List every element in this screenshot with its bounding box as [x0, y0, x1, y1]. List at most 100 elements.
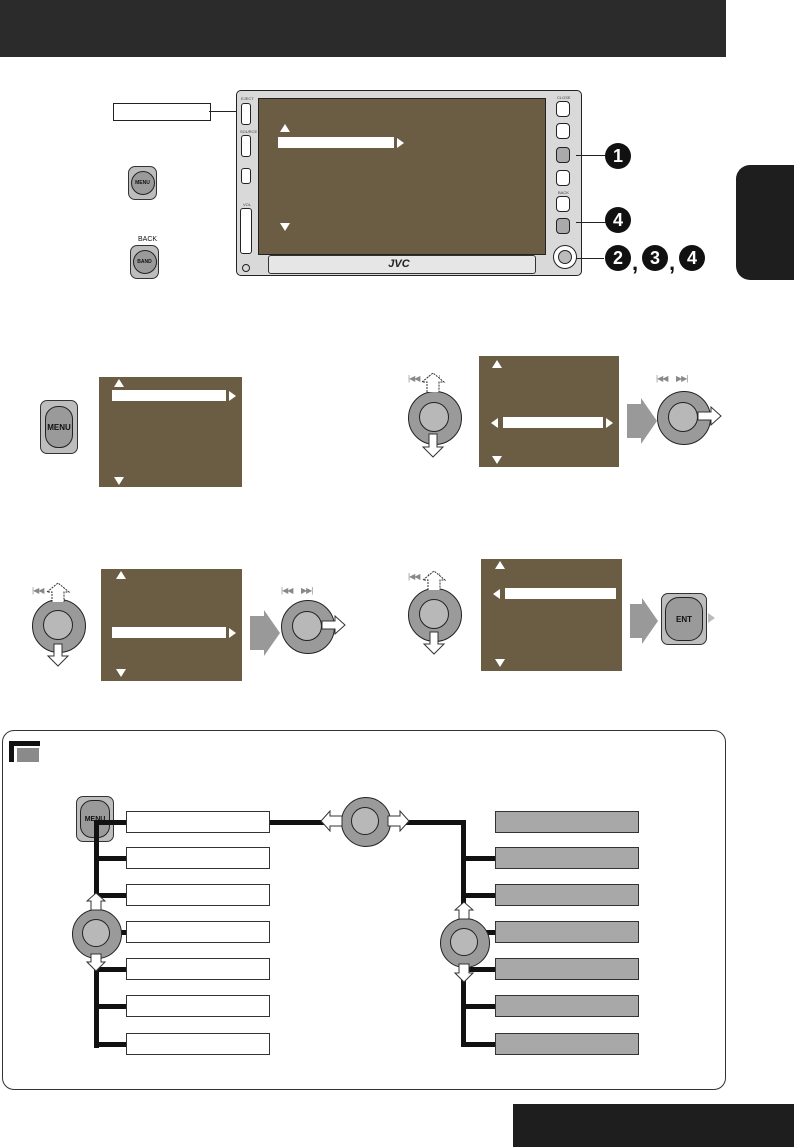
device-menu-button[interactable]	[556, 147, 570, 163]
step4-up-icon	[495, 561, 505, 569]
band-button[interactable]	[556, 196, 570, 212]
step1-down-icon	[114, 477, 124, 485]
step2-down-icon	[492, 456, 502, 464]
scroll-up-icon	[280, 124, 290, 132]
eject-label: EJECT	[241, 96, 254, 101]
attenuator-button[interactable]	[556, 123, 570, 139]
step3b-skip-labels: |◀◀ ▶▶|	[281, 586, 313, 595]
step2-left-icon	[491, 418, 498, 428]
left-branch-2	[94, 856, 128, 861]
step2-up-icon	[492, 360, 502, 368]
right-branch-2	[461, 856, 497, 861]
submenu-item-3[interactable]	[495, 884, 639, 906]
step4-down-icon	[495, 659, 505, 667]
reset-hole-icon	[242, 264, 250, 272]
step4-skip-labels: |◀◀ ▶▶|	[408, 572, 440, 581]
step4-flow-arrow-stem	[630, 604, 642, 638]
step2-highlight	[503, 417, 603, 428]
step4-updown-arrows	[421, 570, 447, 655]
menu-item-5[interactable]	[126, 958, 270, 980]
step4-flow-arrow	[642, 598, 658, 644]
device-screen	[258, 98, 546, 255]
diagram-leftright-arrows	[320, 810, 410, 832]
menu-item-1[interactable]	[126, 811, 270, 833]
volume-rocker[interactable]	[240, 208, 252, 254]
step3b-right-arrow	[321, 614, 346, 636]
source-label: SOURCE	[240, 129, 258, 134]
callout-line	[209, 111, 239, 112]
display-button[interactable]	[556, 170, 570, 186]
step4-highlight	[505, 588, 616, 599]
menu-item-6[interactable]	[126, 995, 270, 1017]
step2-dial-center	[419, 402, 449, 432]
menu-item-2[interactable]	[126, 847, 270, 869]
menu-item-4[interactable]	[126, 921, 270, 943]
submenu-item-5[interactable]	[495, 958, 639, 980]
step4-dial-center	[419, 599, 449, 629]
source-button[interactable]	[241, 135, 251, 157]
diagram-right-dial-center	[450, 928, 478, 956]
ent-button-label: ENT	[665, 597, 703, 641]
menu-item-7[interactable]	[126, 1033, 270, 1055]
step4-left-icon	[493, 589, 500, 599]
left-branch-5	[94, 967, 128, 972]
step3-dial-center	[43, 610, 73, 640]
open-button[interactable]	[556, 101, 570, 117]
step-badge-2: 2	[605, 245, 631, 271]
diagram-center-dial-center	[351, 807, 379, 835]
vol-label: VOL	[243, 202, 252, 207]
band-button-small[interactable]: BAND	[130, 245, 159, 279]
callout-line-4	[576, 222, 606, 223]
control-dial[interactable]	[553, 245, 577, 269]
screen-highlight	[278, 137, 394, 148]
menu-structure-panel	[2, 730, 726, 1090]
step3-updown-arrows	[45, 582, 71, 667]
menu-button-small[interactable]: MENU	[128, 166, 157, 200]
submenu-arrow-icon	[397, 138, 404, 148]
right-branch-3	[461, 893, 497, 898]
step2-flow-arrow	[641, 398, 657, 444]
step4-screen	[481, 559, 622, 671]
language-side-tab	[736, 165, 794, 280]
panel-corner-mark-h	[9, 741, 40, 746]
callout-label-box	[113, 103, 211, 121]
scroll-down-icon	[280, 223, 290, 231]
diagram-left-dial-center	[82, 919, 110, 947]
step1-right-icon	[229, 391, 236, 401]
jvc-logo: JVC	[388, 258, 410, 270]
left-branch-3	[94, 893, 128, 898]
step-badge-4a: 4	[605, 207, 631, 233]
left-branch-6	[94, 1004, 128, 1009]
band-button-label: BAND	[132, 250, 157, 274]
submenu-item-6[interactable]	[495, 995, 639, 1017]
menu-item-3[interactable]	[126, 884, 270, 906]
submenu-item-1[interactable]	[495, 811, 639, 833]
step1-menu-button[interactable]: MENU	[40, 400, 78, 454]
step3b-dial-center	[292, 611, 322, 641]
step2-right-icon	[606, 418, 613, 428]
header-bar	[0, 0, 726, 57]
close-label: CLOSE	[557, 95, 571, 100]
submenu-item-7[interactable]	[495, 1033, 639, 1055]
left-branch-1	[94, 820, 128, 825]
submenu-item-4[interactable]	[495, 921, 639, 943]
callout-line-2	[576, 258, 604, 259]
footer-bar	[513, 1104, 794, 1147]
side-button[interactable]	[241, 168, 251, 184]
submenu-item-2[interactable]	[495, 847, 639, 869]
eject-button[interactable]	[241, 103, 251, 125]
step2b-skip-labels: |◀◀ ▶▶|	[656, 374, 688, 383]
ent-button[interactable]: ENT	[661, 593, 707, 645]
diagram-right-updown-arrows	[454, 901, 474, 983]
panel-corner-square	[17, 748, 39, 762]
step3-flow-arrow	[264, 610, 280, 656]
step3-right-icon	[229, 628, 236, 638]
ent-pointer-icon	[708, 613, 715, 623]
step2-updown-arrows	[420, 372, 446, 458]
step3-highlight	[112, 627, 226, 638]
step2b-dial-center	[668, 402, 698, 432]
enter-button[interactable]	[556, 218, 570, 234]
step3-screen	[101, 569, 242, 681]
right-branch-5	[461, 967, 497, 972]
panel-corner-mark-v	[9, 741, 14, 762]
